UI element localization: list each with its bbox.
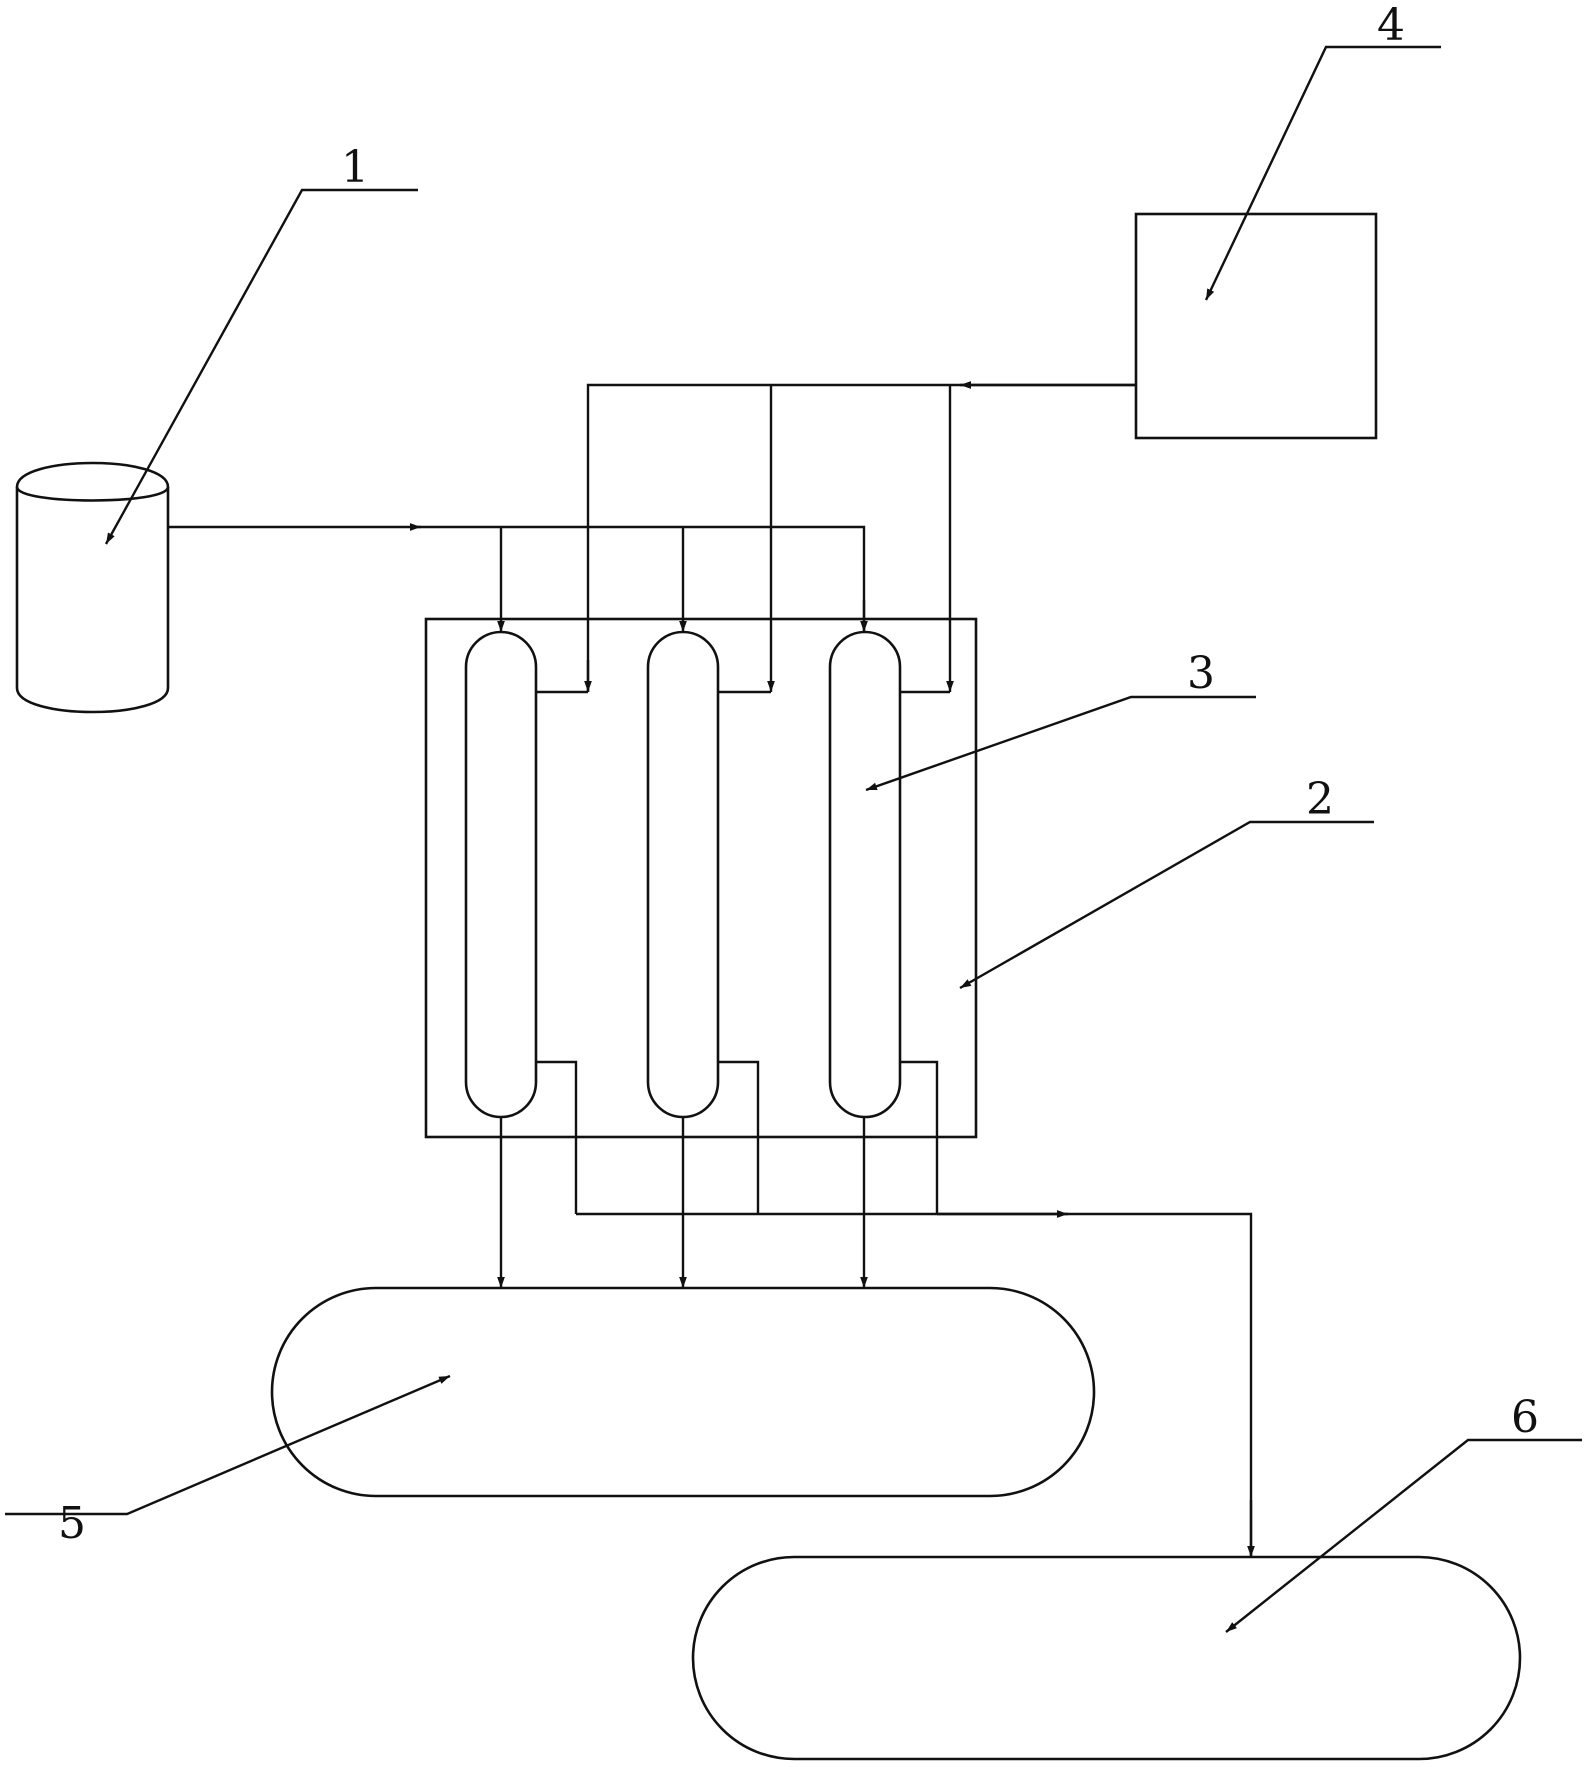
chamber-2 [424,617,978,1139]
feed-line-from-tank-1 [168,523,868,632]
label-2: 2 [1306,774,1334,825]
label-1: 1 [341,142,369,193]
leader-line-3 [865,695,1256,792]
unit-4 [1134,212,1378,440]
leader-line-6 [1225,1438,1582,1633]
leader-line-5 [5,1374,451,1516]
supply-line-from-unit-4 [536,381,1136,694]
vessel-5 [270,1286,1096,1498]
column-3-right [828,630,902,1119]
leader-line-2 [959,820,1374,990]
vessel-6 [691,1555,1522,1761]
leader-line-4 [1204,45,1441,301]
column-3-left [464,630,538,1119]
label-3: 3 [1187,648,1215,699]
bottom-outlets-to-vessel-5 [497,1117,868,1288]
label-4: 4 [1377,0,1405,51]
leader-line-1 [104,188,418,545]
side-outlets-to-vessel-6 [536,1060,1255,1557]
tank-1 [15,461,170,714]
label-5: 5 [58,1498,86,1549]
column-3-middle [646,630,720,1119]
label-6: 6 [1511,1392,1539,1443]
